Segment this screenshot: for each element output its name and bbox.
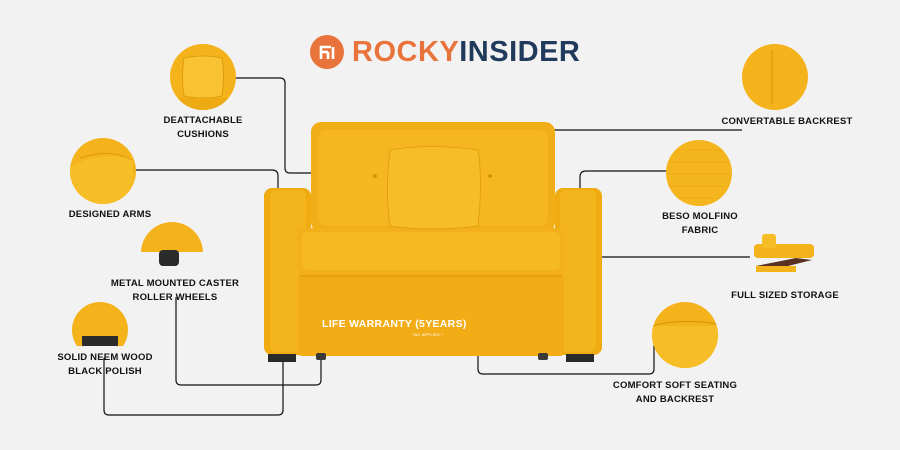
storage-thumbnail xyxy=(750,226,818,284)
fabric-thumbnail xyxy=(666,140,732,206)
brand-logo-icon xyxy=(310,35,344,69)
leg-thumbnail xyxy=(72,302,128,358)
wheel-thumbnail xyxy=(141,222,203,284)
feature-cushions: DEATTACHABLE CUSHIONS xyxy=(163,115,243,140)
brand-name-part2: INSIDER xyxy=(459,35,581,68)
warranty-note: T&C APPLIED * xyxy=(412,332,444,337)
brand-name-part1: ROCKY xyxy=(352,35,460,68)
brand-name: ROCKYINSIDER xyxy=(352,36,580,69)
warranty-text: LIFE WARRANTY (5YEARS) xyxy=(322,318,467,330)
feature-legs: SOLID NEEM WOOD BLACK POLISH xyxy=(57,352,153,377)
arm-thumbnail xyxy=(70,138,136,204)
backrest-thumbnail xyxy=(742,44,808,110)
feature-arms: DESIGNED ARMS xyxy=(68,209,152,220)
feature-backrest: CONVERTABLE BACKREST xyxy=(721,116,853,127)
feature-seating: COMFORT SOFT SEATING AND BACKREST xyxy=(612,380,738,405)
feature-fabric: BESO MOLFINO FABRIC xyxy=(662,211,738,236)
brand-logo: ROCKYINSIDER xyxy=(310,32,580,72)
cushion-thumbnail xyxy=(170,44,236,110)
seating-thumbnail xyxy=(652,302,718,368)
feature-wheels: METAL MOUNTED CASTER ROLLER WHEELS xyxy=(110,278,240,303)
feature-storage: FULL SIZED STORAGE xyxy=(731,290,839,301)
